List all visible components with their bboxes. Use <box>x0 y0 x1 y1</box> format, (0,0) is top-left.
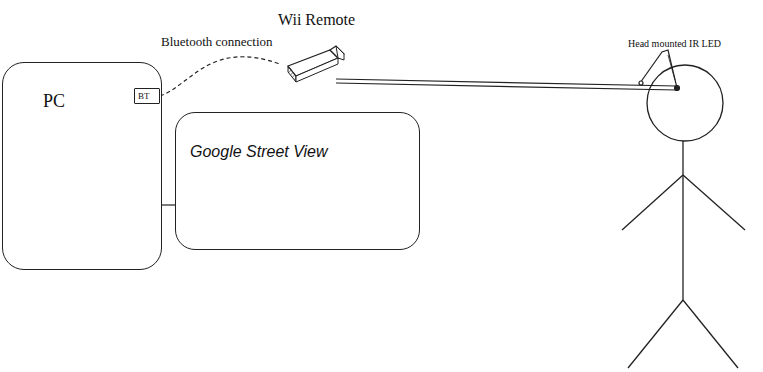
remote-body <box>282 36 352 86</box>
wii-remote: Wii Remote <box>278 10 367 88</box>
edge-label: Bluetooth connection <box>160 34 274 50</box>
display-cable <box>162 204 175 205</box>
display-box: Google Street View <box>175 112 420 250</box>
head-rods <box>336 50 680 91</box>
leader-line <box>668 55 675 80</box>
node-label: BT <box>138 91 159 101</box>
node-label: Wii Remote <box>278 10 367 30</box>
node-label: Google Street View <box>190 143 419 161</box>
bluetooth-link <box>160 57 280 96</box>
callout-label: Head mounted IR LED <box>627 38 722 49</box>
bluetooth-box: BT <box>134 88 160 104</box>
stick-figure <box>622 65 745 368</box>
